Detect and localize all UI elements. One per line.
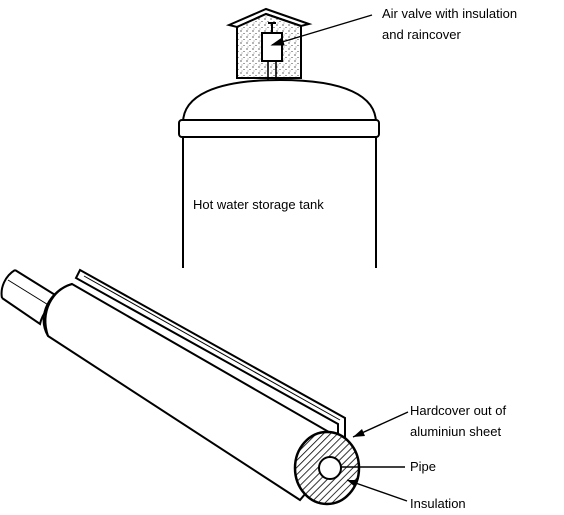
hardcover-label-line1: Hardcover out of [410,403,506,418]
pipe-bore [318,456,342,480]
tank-label: Hot water storage tank [193,197,324,212]
insulated-pipe [0,268,361,506]
hardcover-label-line2: aluminiun sheet [410,424,501,439]
air-valve-label-line2: and raincover [382,27,461,42]
air-valve-assembly [225,7,313,80]
insulation-label: Insulation [410,496,466,511]
air-valve-label-line1: Air valve with insulation [382,6,517,21]
storage-tank: Hot water storage tank [178,78,380,268]
air-valve-body [261,32,283,62]
tank-flange [178,119,380,138]
tank-dome [182,78,377,124]
pipe-label: Pipe [410,459,436,474]
leader-lines [270,14,409,502]
